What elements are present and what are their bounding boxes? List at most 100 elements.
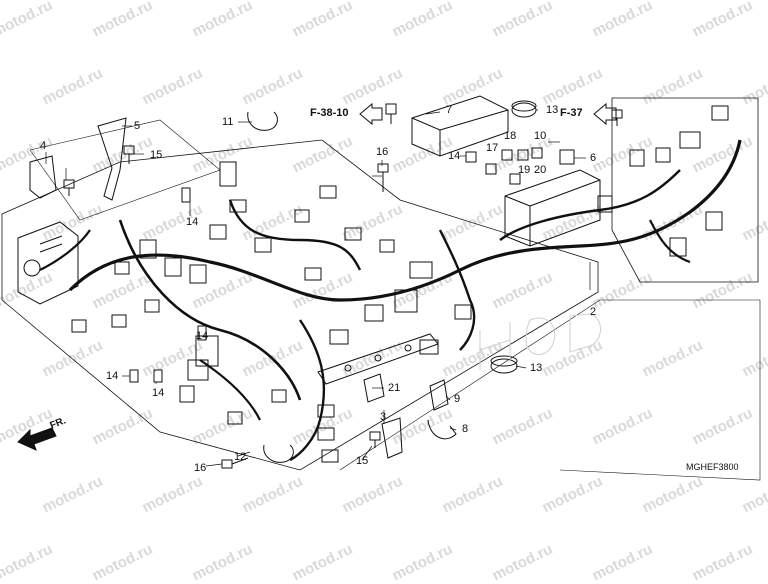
connector — [254, 237, 272, 253]
harness-branch-6 — [649, 219, 691, 264]
callout-21[interactable]: 21 — [388, 382, 401, 394]
callout-15-a[interactable]: 15 — [150, 149, 163, 161]
control-unit — [17, 221, 79, 305]
ref-arrow-left — [359, 102, 383, 126]
callout-14-c[interactable]: 14 — [106, 370, 119, 382]
callout-14-e[interactable]: 14 — [448, 150, 461, 162]
harness-branch-2 — [228, 199, 362, 271]
connector — [227, 411, 243, 425]
connector — [597, 195, 613, 213]
connector — [294, 209, 310, 223]
clip — [427, 419, 457, 440]
callout-17[interactable]: 17 — [486, 142, 499, 154]
relay — [181, 187, 191, 203]
callout-13-bottom[interactable]: 13 — [530, 362, 543, 374]
connector — [187, 359, 209, 381]
frame-left — [1, 139, 599, 471]
callout-12[interactable]: 12 — [234, 451, 247, 463]
callout-20[interactable]: 20 — [534, 164, 547, 176]
connector — [179, 385, 195, 403]
brand-outline — [479, 313, 601, 370]
relay — [517, 149, 529, 161]
relay — [509, 173, 521, 185]
reference-f-37: F-37 — [560, 107, 583, 119]
callout-11[interactable]: 11 — [222, 116, 234, 128]
bolt-icon — [611, 109, 623, 126]
harness-branch-8 — [199, 359, 261, 421]
relay — [465, 151, 477, 163]
ref-arrow-left — [593, 102, 617, 126]
harness-trunk — [68, 139, 742, 302]
connector — [711, 105, 729, 121]
bracket — [97, 117, 127, 201]
connector — [364, 304, 384, 322]
diagram-code: MGHEF3800 — [686, 462, 739, 472]
frame-right — [611, 97, 759, 283]
callout-3[interactable]: 3 — [380, 411, 387, 423]
callout-18[interactable]: 18 — [504, 130, 517, 142]
callout-6[interactable]: 6 — [590, 152, 597, 164]
clamp — [247, 111, 278, 131]
reference-f-38-10: F-38-10 — [310, 107, 349, 119]
connector — [319, 185, 337, 199]
callout-9[interactable]: 9 — [454, 393, 461, 405]
callout-8[interactable]: 8 — [462, 423, 469, 435]
connector — [209, 224, 227, 240]
connector — [229, 199, 247, 213]
fuse-box — [504, 169, 601, 247]
callout-4[interactable]: 4 — [40, 140, 47, 152]
connector — [189, 264, 207, 284]
connector — [317, 404, 335, 418]
relay — [153, 369, 163, 383]
callout-5[interactable]: 5 — [134, 120, 141, 132]
relay — [501, 149, 513, 161]
center-bracket — [317, 333, 439, 385]
connector — [629, 149, 645, 167]
callout-15-b[interactable]: 15 — [356, 455, 369, 467]
callout-14-a[interactable]: 14 — [186, 216, 199, 228]
bracket — [29, 155, 57, 199]
frame-top-left — [29, 119, 221, 221]
connector — [329, 329, 349, 345]
callout-7[interactable]: 7 — [446, 104, 453, 116]
harness-branch-1 — [118, 219, 302, 401]
connector — [321, 449, 339, 463]
connector — [114, 261, 130, 275]
bolt-icon — [63, 179, 75, 196]
connector — [705, 211, 723, 231]
connector — [419, 339, 439, 355]
connector — [669, 237, 687, 257]
relay — [485, 163, 497, 175]
connector — [271, 389, 287, 403]
connector — [164, 257, 182, 277]
bolt-icon — [377, 163, 389, 192]
callout-16-b[interactable]: 16 — [194, 462, 207, 474]
harness-branch-4 — [438, 229, 476, 351]
callout-2[interactable]: 2 — [590, 306, 597, 318]
callout-13-top[interactable]: 13 — [546, 104, 559, 116]
bolt-icon — [385, 103, 397, 124]
clip — [363, 373, 385, 403]
grommet — [511, 100, 537, 112]
connector — [394, 289, 418, 313]
fr-arrow — [17, 427, 57, 451]
callout-10[interactable]: 10 — [534, 130, 547, 142]
bracket — [381, 417, 403, 459]
clamp — [263, 444, 294, 463]
connector — [317, 427, 335, 441]
relay — [197, 325, 207, 341]
callout-14-d[interactable]: 14 — [152, 387, 165, 399]
harness-branch-7 — [39, 229, 91, 271]
connector — [679, 131, 701, 149]
connector — [219, 161, 237, 187]
connector — [379, 239, 395, 253]
harness-branch-3 — [289, 319, 326, 462]
relay — [531, 147, 543, 159]
callout-16-a[interactable]: 16 — [376, 146, 389, 158]
frame-bottom-right — [339, 299, 761, 481]
bolt-icon — [123, 145, 135, 164]
callout-14-b[interactable]: 14 — [196, 330, 209, 342]
fuse-box-cover — [411, 95, 509, 157]
callout-19[interactable]: 19 — [518, 164, 531, 176]
connector — [144, 299, 160, 313]
